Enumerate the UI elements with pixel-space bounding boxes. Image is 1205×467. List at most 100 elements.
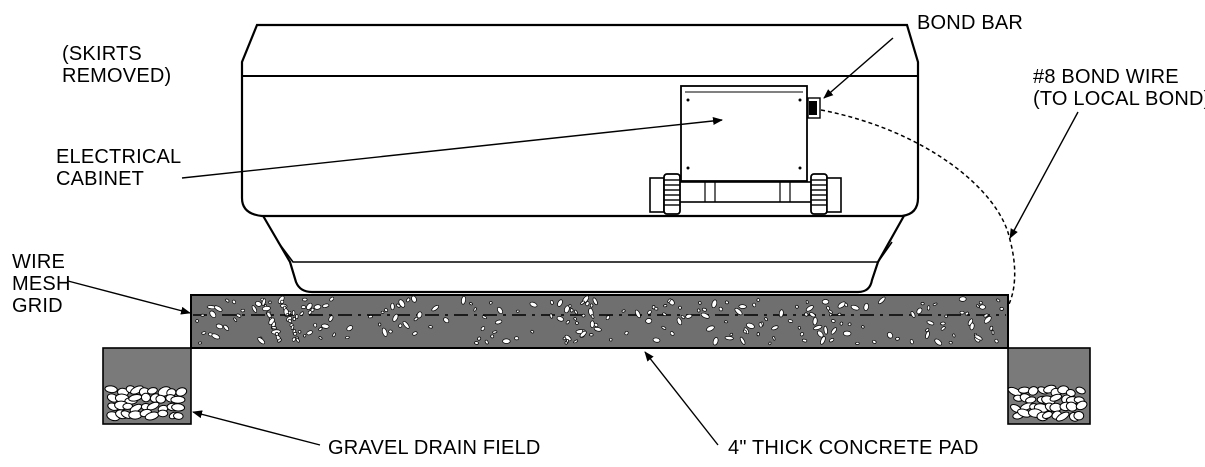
aggregate-stone — [573, 317, 577, 321]
aggregate-stone — [764, 317, 768, 321]
aggregate-stone — [855, 341, 860, 345]
aggregate-stone — [223, 324, 230, 331]
aggregate-stone — [215, 323, 224, 330]
aggregate-stone — [624, 331, 629, 336]
aggregate-stone — [959, 310, 965, 315]
aggregate-stone — [927, 305, 931, 311]
leader-bond-bar — [823, 37, 894, 99]
leader-wire-mesh-grid — [67, 280, 191, 315]
aggregate-stone — [920, 302, 925, 306]
aggregate-stone — [978, 301, 983, 305]
aggregate-stone — [712, 337, 719, 346]
aggregate-stone — [293, 332, 298, 336]
aggregate-stone — [743, 329, 747, 334]
heater-tube — [667, 181, 827, 203]
aggregate-stone — [200, 313, 205, 317]
aggregate-stone — [861, 325, 865, 329]
aggregate-stone — [398, 323, 403, 328]
aggregate-stone — [887, 332, 893, 339]
aggregate-stone — [756, 332, 760, 337]
aggregate-stone — [645, 318, 653, 324]
aggregate-stone — [481, 315, 487, 319]
aggregate-stone — [318, 327, 323, 331]
gravel-stone — [157, 409, 169, 418]
gravel-stone — [130, 385, 144, 395]
aggregate-stone — [329, 296, 335, 302]
aggregate-stone — [605, 315, 610, 320]
aggregate-stone — [925, 328, 930, 332]
aggregate-stone — [556, 316, 564, 322]
aggregate-stone — [738, 304, 747, 309]
aggregate-stone — [847, 322, 852, 326]
aggregate-stone — [829, 338, 835, 343]
gravel-stone — [173, 412, 184, 420]
aggregate-stone — [756, 298, 761, 302]
aggregate-stone — [580, 300, 585, 305]
aggregate-stone — [635, 309, 641, 319]
aggregate-stone — [837, 301, 846, 309]
aggregate-stone — [843, 330, 852, 337]
aggregate-stone — [823, 325, 828, 335]
aggregate-stone — [872, 340, 877, 344]
aggregate-stone — [996, 298, 1001, 303]
aggregate-stone — [413, 316, 419, 322]
aggregate-stone — [926, 320, 935, 326]
aggregate-stone — [195, 319, 199, 323]
gravel-stone — [104, 385, 118, 394]
aggregate-stone — [428, 325, 433, 329]
aggregate-stone — [398, 299, 406, 308]
aggregate-stone — [800, 332, 804, 337]
gravel-stone — [122, 402, 133, 410]
aggregate-stone — [396, 303, 401, 308]
aggregate-stone — [257, 337, 266, 345]
aggregate-stone — [585, 301, 590, 307]
aggregate-stone — [313, 304, 322, 310]
aggregate-stone — [443, 317, 450, 324]
label-bond-bar: BOND BAR — [917, 12, 1024, 34]
aggregate-stone — [211, 333, 220, 340]
aggregate-stone — [490, 334, 495, 339]
label-wire-mesh-grid: WIRE MESH GRID — [12, 251, 71, 317]
leader-electrical-cabinet — [181, 116, 723, 179]
aggregate-stone — [711, 299, 718, 309]
aggregate-stone — [198, 341, 202, 345]
aggregate-stone — [697, 308, 701, 313]
aggregate-stone — [831, 319, 836, 323]
aggregate-stone — [345, 336, 350, 339]
aggregate-stone — [589, 320, 595, 328]
label-line: WIRE — [12, 251, 66, 273]
gravel-stone — [170, 395, 186, 404]
aggregate-stone — [850, 304, 860, 311]
aggregate-stone — [573, 339, 579, 344]
aggregate-stone — [477, 336, 482, 341]
aggregate-stone — [944, 314, 948, 319]
aggregate-stone — [514, 336, 520, 341]
aggregate-stone — [291, 337, 296, 342]
aggregate-stone — [209, 310, 217, 318]
aggregate-stone — [484, 339, 489, 345]
aggregate-stone — [805, 305, 814, 312]
aggregate-stone — [303, 333, 307, 338]
aggregate-stone — [575, 321, 579, 325]
aggregate-stone — [232, 299, 236, 305]
aggregate-stone — [925, 331, 930, 339]
aggregate-stone — [734, 307, 743, 316]
aggregate-stone — [411, 295, 417, 303]
gravel-stone — [175, 387, 188, 397]
leader-bond-wire — [1009, 111, 1079, 239]
aggregate-stone — [772, 336, 776, 341]
aggregate-stone — [863, 303, 869, 311]
aggregate-stone — [461, 295, 466, 305]
aggregate-stone — [469, 302, 473, 306]
left-union-collar — [663, 173, 681, 215]
aggregate-stone — [579, 330, 587, 338]
label-line: ELECTRICAL — [56, 146, 182, 168]
aggregate-stone — [724, 320, 729, 324]
aggregate-stone — [255, 301, 262, 307]
aggregate-stone — [318, 336, 323, 340]
aggregate-stone — [878, 296, 886, 305]
aggregate-stone — [830, 327, 837, 335]
spa-tub — [240, 23, 920, 294]
aggregate-stone — [380, 310, 385, 314]
cabinet-box — [680, 85, 808, 182]
